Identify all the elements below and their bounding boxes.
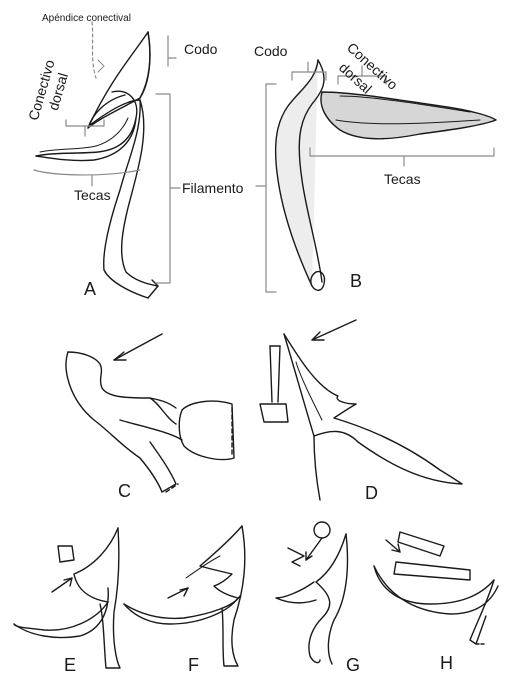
label-filamento: Filamento — [182, 180, 244, 196]
label-tecas-a: Tecas — [74, 187, 111, 203]
arrow-e — [51, 577, 73, 593]
stamen-drawing-c — [65, 351, 235, 493]
panel-letter-g: G — [346, 655, 361, 675]
panel-letter-c: C — [118, 481, 131, 501]
brackets-a — [33, 21, 181, 284]
arrow-g — [305, 537, 323, 561]
arrow-f — [167, 587, 189, 599]
arrow-c — [113, 333, 163, 361]
arrow-d — [311, 319, 357, 341]
stamen-drawing-g — [275, 521, 349, 665]
panel-letter-a: A — [84, 279, 97, 299]
panel-letter-f: F — [188, 655, 199, 675]
panel-letter-e: E — [64, 655, 77, 675]
panel-letter-d: D — [365, 483, 378, 503]
panel-letter-b: B — [350, 271, 363, 291]
arrow-h — [385, 539, 401, 553]
stamen-drawing-d — [259, 333, 463, 501]
stamen-drawing-f — [123, 525, 246, 667]
stamen-drawing-e — [13, 527, 121, 669]
stamen-drawing-b — [274, 59, 497, 291]
stamen-drawing-h — [373, 531, 499, 645]
label-codo-b: Codo — [254, 43, 288, 59]
label-tecas-b: Tecas — [384, 171, 421, 187]
stamen-drawing-a — [35, 31, 159, 299]
panel-letter-h: H — [440, 653, 453, 673]
brackets-b — [255, 61, 495, 293]
label-codo-a: Codo — [184, 41, 218, 57]
label-apendice-conectival: Apéndice conectival — [42, 13, 131, 24]
